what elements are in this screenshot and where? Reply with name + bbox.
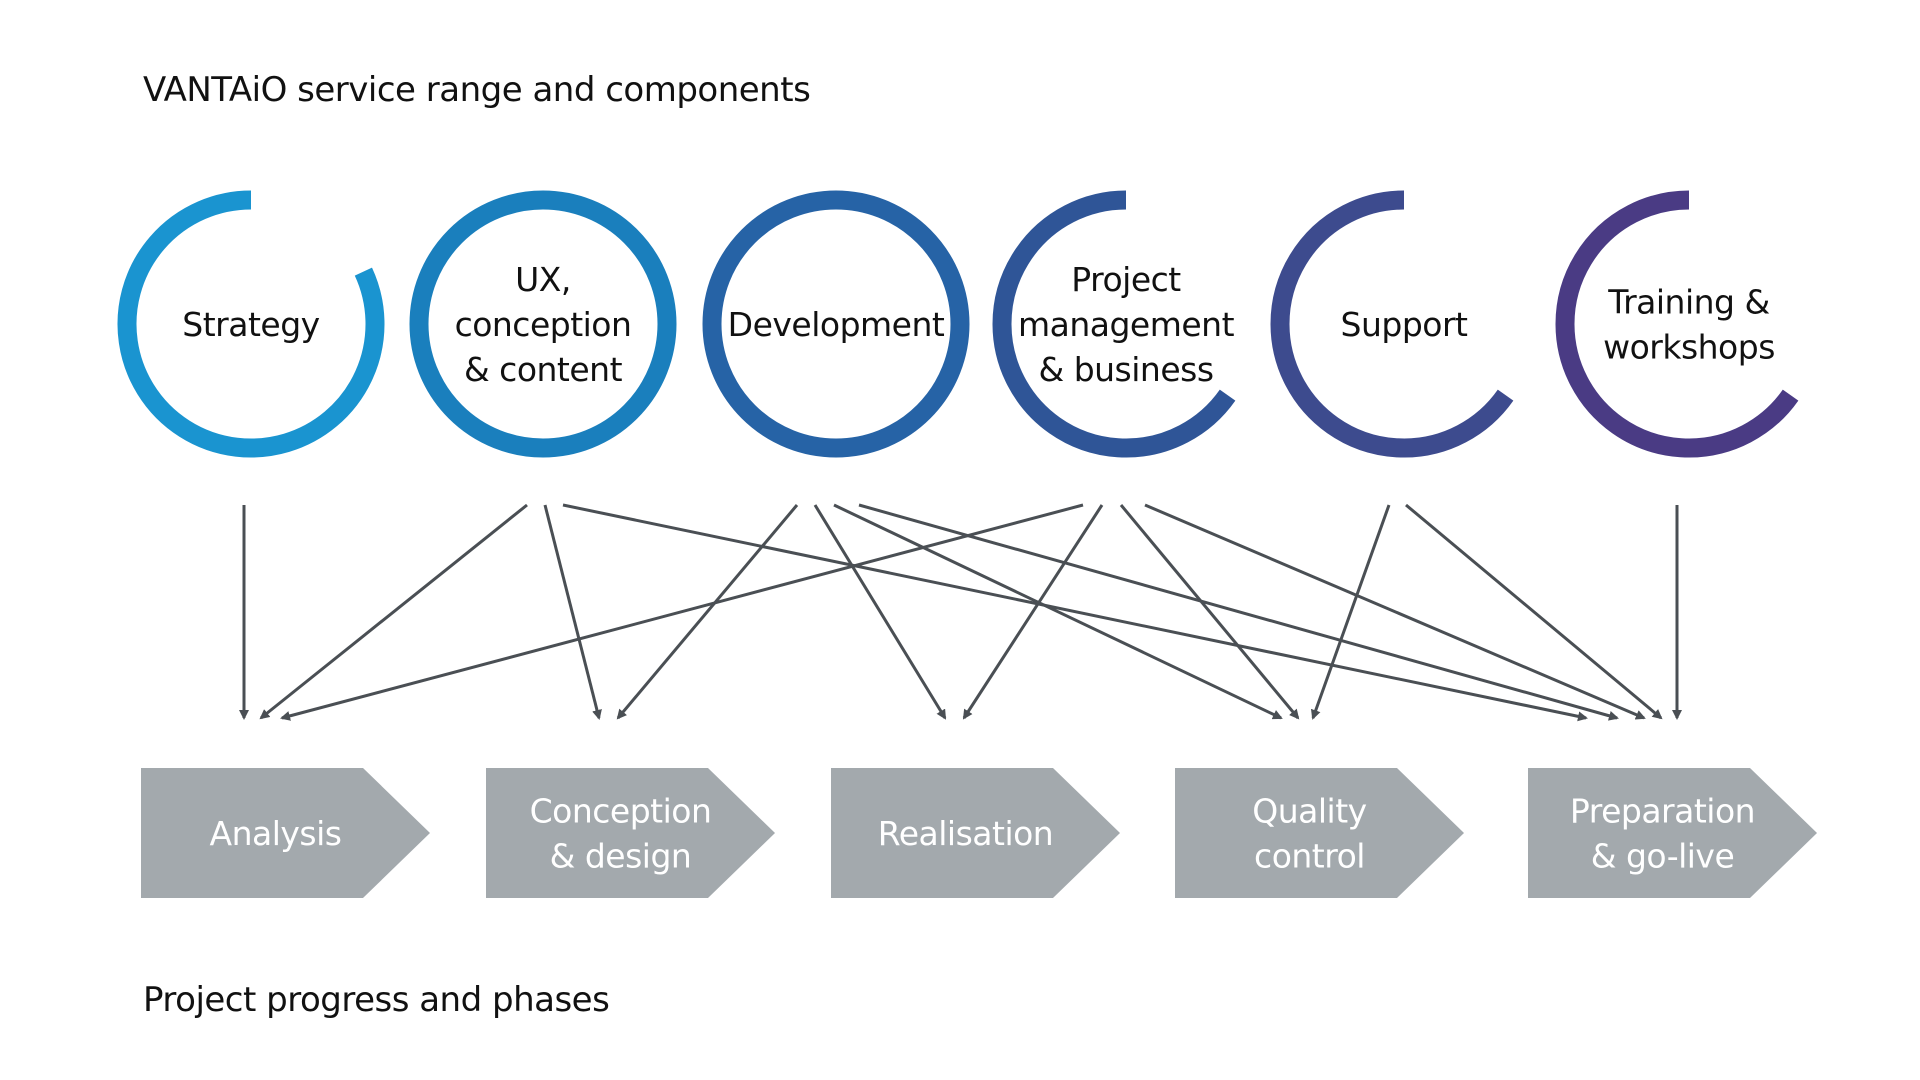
arrow-development-to-realisation xyxy=(813,504,947,720)
component-label: UX, xyxy=(515,260,571,299)
component-label: workshops xyxy=(1603,328,1775,367)
component-ring xyxy=(409,190,677,458)
component-ring xyxy=(117,190,385,458)
phase-label: Conception xyxy=(530,792,712,831)
arrow-project-management-to-realisation xyxy=(962,504,1104,720)
phase-chevron xyxy=(831,768,1120,898)
arrow-support-to-quality-control xyxy=(1310,504,1391,720)
phase-label: Quality xyxy=(1252,792,1366,831)
diagram-title: VANTAiO service range and components xyxy=(143,70,811,110)
component-ring xyxy=(1555,190,1799,458)
component-ring xyxy=(992,190,1236,458)
phase-label: Analysis xyxy=(210,814,342,853)
component-label: Support xyxy=(1341,305,1469,344)
phase-realisation: Realisation xyxy=(831,768,1120,898)
component-ring xyxy=(702,190,970,458)
component-training: Training & workshops xyxy=(1555,190,1799,458)
component-label: conception xyxy=(455,305,632,344)
component-label: & content xyxy=(464,350,623,389)
phase-chevron xyxy=(486,768,775,898)
arrow-ux-to-conception-design xyxy=(543,504,602,720)
component-label: & business xyxy=(1038,350,1213,389)
arrow-development-to-quality-control xyxy=(833,503,1283,720)
phase-label: Realisation xyxy=(878,814,1053,853)
phase-chevron xyxy=(141,768,430,898)
arrow-project-management-to-preparation-go-live xyxy=(1144,503,1646,720)
component-strategy: Strategy xyxy=(117,190,385,458)
component-label: Strategy xyxy=(182,305,319,344)
arrow-development-to-conception-design xyxy=(616,504,799,720)
component-ux: UX, conception & content xyxy=(409,190,677,458)
phase-label: Preparation xyxy=(1570,792,1755,831)
arrow-support-to-preparation-go-live xyxy=(1405,503,1663,720)
phase-label: control xyxy=(1254,837,1365,876)
arrow-ux-to-analysis xyxy=(259,503,528,720)
component-label: Development xyxy=(728,305,945,344)
phase-quality-control: Quality control xyxy=(1175,768,1464,898)
phases-title: Project progress and phases xyxy=(143,980,610,1020)
connection-arrows xyxy=(239,503,1682,722)
component-ring xyxy=(1270,190,1514,458)
phase-analysis: Analysis xyxy=(141,768,430,898)
component-label: Project xyxy=(1071,260,1181,299)
component-support: Support xyxy=(1270,190,1514,458)
project-phases: Analysis Conception & design Realisation Qua… xyxy=(141,768,1817,898)
arrow-project-management-to-quality-control xyxy=(1119,504,1300,720)
phase-chevron xyxy=(1175,768,1464,898)
phase-label: & design xyxy=(550,837,692,876)
arrow-project-management-to-analysis xyxy=(280,503,1084,721)
component-label: management xyxy=(1018,305,1235,344)
phase-conception-design: Conception & design xyxy=(486,768,775,898)
service-components: Strategy UX, conception & content Developmen… xyxy=(117,190,1799,458)
phase-preparation-go-live: Preparation & go-live xyxy=(1528,768,1817,898)
component-development: Development xyxy=(702,190,970,458)
component-label: Training & xyxy=(1607,283,1769,322)
arrow-ux-to-preparation-go-live xyxy=(562,503,1588,722)
component-project-management: Project management & business xyxy=(992,190,1236,458)
arrow-development-to-preparation-go-live xyxy=(858,503,1619,721)
phase-chevron xyxy=(1528,768,1817,898)
phase-label: & go-live xyxy=(1591,837,1735,876)
